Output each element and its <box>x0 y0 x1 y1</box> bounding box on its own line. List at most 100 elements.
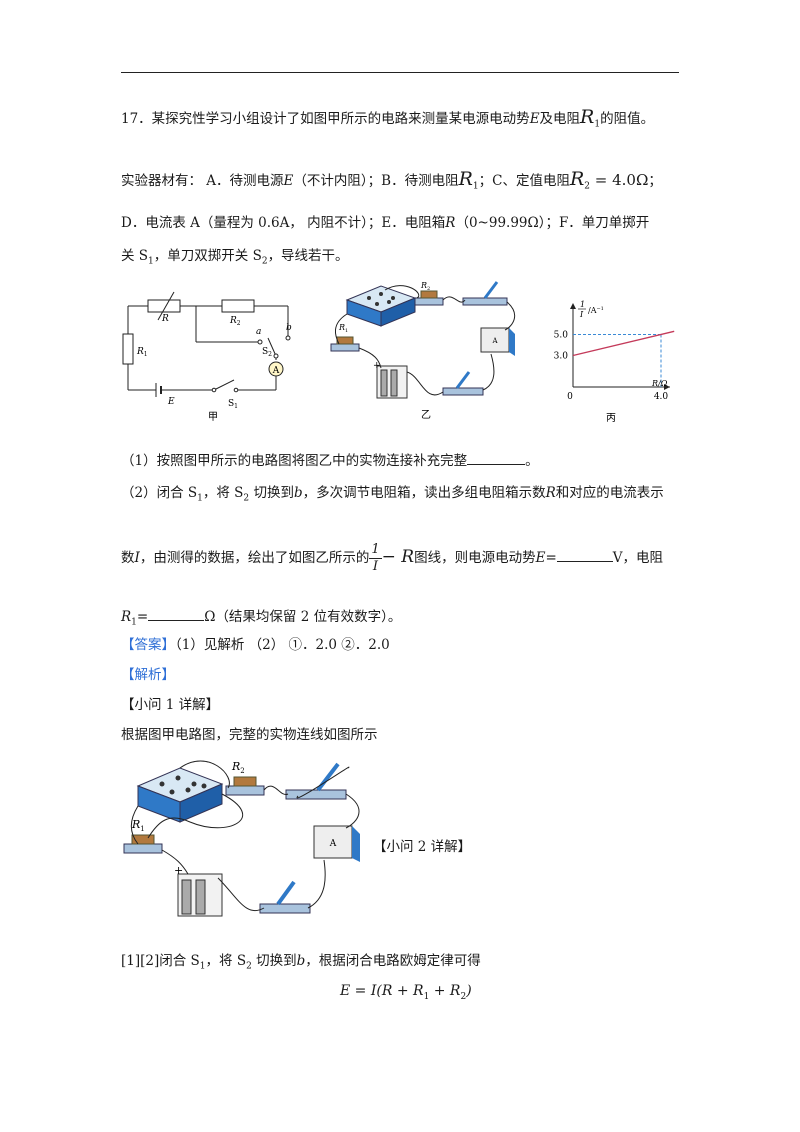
yi-label-R2: R2 <box>420 281 430 292</box>
label-S1: S1 <box>228 399 238 410</box>
caption-yi: 乙 <box>421 409 431 421</box>
y-tick-label: 3.0 <box>554 352 569 362</box>
title-text: 17．某探究性学习小组设计了如图甲所示的电路来测量某电源电动势 <box>121 111 530 127</box>
frac-num: 1 <box>369 542 382 559</box>
q2l2a: 数 <box>121 550 135 566</box>
analysis-sub1-text: 根据图甲电路图，完整的实物连线如图所示 <box>121 727 378 743</box>
q2l2d: = <box>545 550 557 566</box>
caption-jia: 甲 <box>208 412 218 423</box>
materials-end: ； <box>648 173 662 189</box>
line4-sub1: 1 <box>148 256 154 267</box>
subq1-text: （1）按照图甲所示的电路图将图乙中的实物连接补充完整 <box>121 453 468 469</box>
frac-den: I <box>372 559 379 574</box>
frac-minus-R: − R <box>381 547 415 567</box>
materials-R2: R <box>569 168 585 190</box>
materials-line-4: 关 S1，单刀双掷开关 S2，导线若干。 <box>121 247 349 271</box>
label-R: R <box>161 314 169 324</box>
ammeter-label: A <box>272 366 280 376</box>
ohm-law-equation: E = I(R + R1 + R2) <box>340 983 472 1002</box>
svg-text:A: A <box>329 839 337 849</box>
resistor-R1 <box>122 333 134 365</box>
y-axis-label-den: I <box>579 310 584 319</box>
x-tick-label: 4.0 <box>654 392 669 402</box>
yi-label-R1: R1 <box>338 323 348 334</box>
answer-blank-R1[interactable] <box>148 608 205 621</box>
q2-E: E <box>535 550 546 566</box>
series-line <box>572 330 675 357</box>
line3-text: D．电流表 A（量程为 0.6A， 内阻不计）；E．电阻箱 <box>121 215 446 231</box>
label-a: a <box>256 327 261 337</box>
origin-label: 0 <box>567 392 573 402</box>
q2-sub2: 2 <box>243 493 250 504</box>
yi-ammeter-label: A <box>491 337 498 345</box>
header-rule <box>121 72 679 73</box>
answer-blank-1[interactable] <box>467 452 526 465</box>
caption-bing: 丙 <box>606 413 616 424</box>
question-title: 17．某探究性学习小组设计了如图甲所示的电路来测量某电源电动势E及电阻R1的阻值… <box>121 108 654 134</box>
q2l3a: = <box>136 609 149 625</box>
analysis-sub1-title: 【小问 1 详解】 <box>121 697 220 713</box>
answer-label: 【答案】 <box>121 637 175 653</box>
materials-a2: （不计内阻）；B．待测电阻 <box>293 173 459 189</box>
svg-text:+: + <box>174 864 183 877</box>
subq-1: （1）按照图甲所示的电路图将图乙中的实物连接补充完整。 <box>121 452 539 470</box>
materials-R1-sub: 1 <box>472 181 479 192</box>
knife-switch-icon <box>316 762 340 792</box>
label-S2: S2 <box>262 347 272 358</box>
y-axis-label-unit: /A−1 <box>588 306 604 315</box>
knife-switch-icon <box>276 880 296 906</box>
materials-R1: R <box>458 168 473 190</box>
materials-line: 实验器材有： A．待测电源E（不计内阻）；B．待测电阻R1；C、定值电阻R2 =… <box>121 170 662 196</box>
resistance-box-icon <box>136 767 224 823</box>
yi-plus: + <box>373 361 381 371</box>
sub2-b-italic: b <box>296 953 306 969</box>
q2-b-italic: b <box>293 485 303 501</box>
q2d: ，多次调节电阻箱，读出多组电阻箱示数 <box>302 485 546 501</box>
materials-c: ；C、定值电阻 <box>478 173 570 189</box>
ammeter-icon <box>268 361 284 377</box>
resistor-R2 <box>221 299 255 313</box>
eq-sub2: 2 <box>460 991 467 1002</box>
line3-b: （0~99.99Ω）；F．单刀单掷开 <box>455 215 650 231</box>
subq-2-line3: R1=Ω（结果均保留 2 位有效数字）。 <box>121 608 401 632</box>
y-axis-arrow <box>570 303 576 309</box>
var-E: E <box>529 111 540 127</box>
analysis-sub1-text-line: 根据图甲电路图，完整的实物连线如图所示 <box>121 726 378 744</box>
ammeter-icon <box>313 825 353 859</box>
answer-line: 【答案】（1）见解析 （2） ①．2.0 ②．2.0 <box>121 636 390 654</box>
line4-b: ，单刀双掷开关 S <box>153 248 262 264</box>
x-axis-arrow <box>664 384 670 390</box>
line4-c: ，导线若干。 <box>267 248 349 264</box>
label-R1: R1 <box>136 347 148 358</box>
sub2-a: [1][2]闭合 S <box>121 953 200 969</box>
q2l2c: 图线，则电源电动势 <box>414 550 536 566</box>
line4-a: 关 S <box>121 248 149 264</box>
label-R2: R2 <box>229 316 241 327</box>
eq-mid: + R <box>429 983 461 999</box>
q2-sub1: 1 <box>197 493 203 504</box>
analysis-label-line: 【解析】 <box>121 666 175 684</box>
q2e: 和对应的电流表示 <box>555 485 664 501</box>
eq-main: E = I(R + R <box>340 983 424 999</box>
var-R1-sub: 1 <box>594 119 601 130</box>
eq-end: ) <box>466 983 472 999</box>
label-E: E <box>167 397 175 407</box>
answer-text: （1）见解析 （2） ①．2.0 ②．2.0 <box>175 637 390 653</box>
answer-blank-E[interactable] <box>556 549 613 562</box>
q2-R1: R <box>121 609 132 625</box>
q2l2e: V，电阻 <box>612 550 663 566</box>
materials-E: E <box>283 173 294 189</box>
circuit-diagram-jia: A R R2 R1 a b S2 E S1 甲 <box>122 291 292 423</box>
q2l2b: ，由测得的数据，绘出了如图乙所示的 <box>139 550 370 566</box>
analysis-sub2-title: 【小问 2 详解】 <box>373 839 472 855</box>
sub2-c: 切换到 <box>251 953 297 969</box>
sub2-sub2: 2 <box>246 961 252 972</box>
sol-label-R2: R2 <box>231 760 245 775</box>
q2c: 切换到 <box>249 485 294 501</box>
analysis-sub2-text-line: [1][2]闭合 S1，将 S2 切换到b，根据闭合电路欧姆定律可得 <box>121 952 481 976</box>
materials-line-3: D．电流表 A（量程为 0.6A， 内阻不计）；E．电阻箱R（0~99.99Ω）… <box>121 214 649 232</box>
sol-label-R1: R1 <box>131 818 145 833</box>
analysis-label: 【解析】 <box>121 667 175 683</box>
sub2-sub1: 1 <box>199 961 206 972</box>
